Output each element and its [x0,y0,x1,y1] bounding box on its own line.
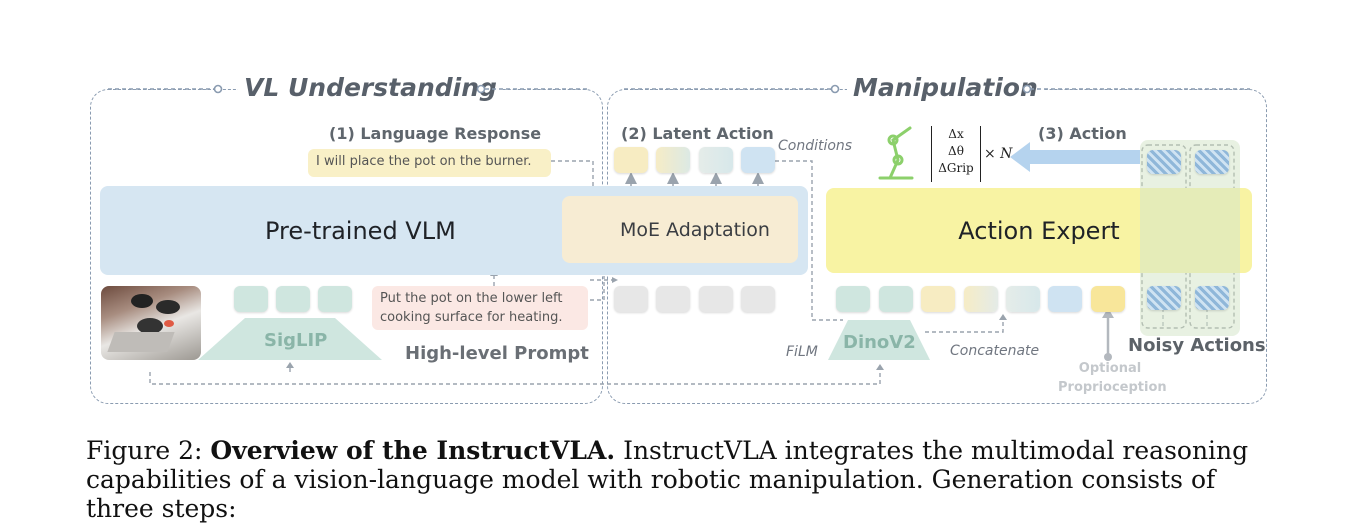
caption-bold-title: Overview of the InstructVLA. [210,436,616,465]
expert-token-5 [1006,286,1040,312]
moe-label: MoE Adaptation [620,218,770,241]
dinov2-label: DinoV2 [843,332,916,353]
query-token-2 [656,286,690,312]
action-vector-multiplier: × N [984,146,1013,162]
expert-token-1 [836,286,870,312]
vlm-label: Pre-trained VLM [265,216,456,245]
siglip-label: SigLIP [264,330,328,351]
figure-caption: Figure 2: Overview of the InstructVLA. I… [86,436,1286,523]
language-response-bubble: I will place the pot on the burner. [308,149,551,177]
action-vector: Δx Δθ ΔGrip [931,126,981,182]
high-level-prompt-label: High-level Prompt [405,343,589,364]
noisy-actions-label: Noisy Actions [1128,335,1266,356]
manipulation-title: Manipulation [847,73,1044,102]
vision-token-3 [318,286,352,312]
vl-understanding-title: VL Understanding [238,73,503,102]
noisy-token-top-2 [1195,150,1229,174]
optional-label: Optional [1078,361,1142,376]
film-label: FiLM [786,344,818,360]
kitchen-image [101,286,201,360]
step-latent-action: (2) Latent Action [621,124,774,143]
proprioception-label: Proprioception [1058,380,1167,395]
latent-token-1 [614,147,648,173]
query-token-1 [614,286,648,312]
action-vector-row-2: Δθ [948,144,964,158]
step-language-response: (1) Language Response [329,124,542,143]
noisy-token-top-1 [1147,150,1181,174]
conditions-label: Conditions [778,138,853,154]
caption-fig-number: Figure 2: [86,436,203,465]
query-token-3 [699,286,733,312]
step-action: (3) Action [1038,124,1127,143]
latent-token-4 [741,147,775,173]
proprio-token [1091,286,1125,312]
latent-token-3 [699,147,733,173]
robot-arm-icon [878,126,914,180]
action-expert-label: Action Expert [958,216,1120,245]
expert-token-2 [879,286,913,312]
action-vector-row-3: ΔGrip [938,161,974,175]
noisy-token-bottom-2 [1195,286,1229,310]
concatenate-label: Concatenate [950,343,1040,359]
expert-token-3 [921,286,955,312]
optional-proprio-label: Optional Proprioception [1058,359,1167,397]
action-vector-row-1: Δx [948,127,964,141]
prompt-bubble: Put the pot on the lower left cooking su… [372,286,588,330]
noisy-token-bottom-1 [1147,286,1181,310]
moe-adaptation-block: MoE Adaptation [562,196,798,263]
latent-token-2 [656,147,690,173]
query-token-4 [741,286,775,312]
vision-token-2 [276,286,310,312]
expert-token-6 [1048,286,1082,312]
vision-token-1 [234,286,268,312]
expert-token-4 [964,286,998,312]
